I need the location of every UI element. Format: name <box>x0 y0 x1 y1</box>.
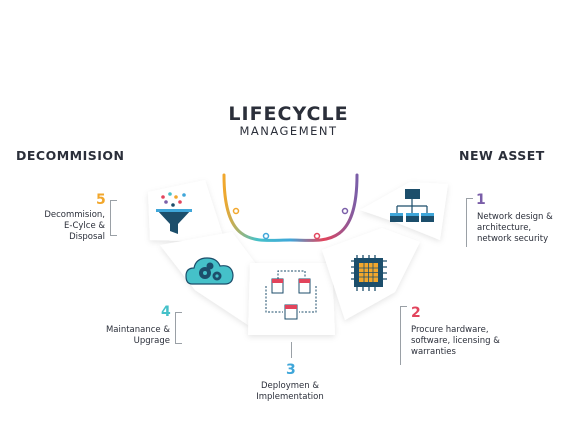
arc-node-bottom-right <box>313 232 321 240</box>
step-4-line-2: Upgrage <box>133 336 170 346</box>
arc-node-left <box>232 207 240 215</box>
step-4-bracket <box>175 312 182 344</box>
step-4-line-1: Maintanance & <box>105 325 170 335</box>
step-5-number: 5 <box>96 192 106 208</box>
diagram-subtitle: MANAGEMENT <box>239 124 338 138</box>
step-2-description: Procure hardware, software, licensing & … <box>411 325 541 358</box>
step-5-line-2: E-Cylce & <box>64 221 105 231</box>
step-1-line-3: network security <box>477 234 549 244</box>
segment-3-petal <box>248 263 335 335</box>
step-1-line-2: architecture, <box>477 223 532 233</box>
step-2-line-2: software, licensing & <box>411 336 500 346</box>
step-3-number: 3 <box>286 362 296 378</box>
step-4-number: 4 <box>161 304 171 320</box>
step-1-line-1: Network design & <box>477 212 553 222</box>
network-hierarchy-icon <box>390 189 434 222</box>
decommision-heading: DECOMMISION <box>16 148 125 163</box>
new-asset-heading: NEW ASSET <box>459 148 545 163</box>
segment-1-petal <box>360 182 448 240</box>
step-4-description: Maintanance & Upgrage <box>70 325 170 347</box>
step-2-line-3: warranties <box>411 347 456 357</box>
step-3-description: Deploymen & Implementation <box>220 381 360 403</box>
step-3-line-2: Implementation <box>256 392 324 402</box>
step-2-number: 2 <box>411 305 421 321</box>
funnel-icon <box>156 192 192 234</box>
step-5-line-3: Disposal <box>69 232 105 242</box>
step-5-line-1: Decommision, <box>44 210 105 220</box>
step-2-line-1: Procure hardware, <box>411 325 489 335</box>
step-1-bracket <box>466 198 473 247</box>
lifecycle-arc <box>222 173 359 242</box>
step-1-description: Network design & architecture, network s… <box>477 212 572 245</box>
cloud-gears-icon <box>185 257 234 285</box>
arc-node-bottom-left <box>262 232 270 240</box>
cpu-chip-icon <box>351 255 387 291</box>
deployment-flow-icon <box>265 270 317 320</box>
step-3-bracket <box>291 342 292 358</box>
step-3-line-1: Deploymen & <box>261 381 319 391</box>
diagram-title: LIFECYCLE <box>228 103 349 125</box>
arc-node-right <box>341 207 349 215</box>
step-5-bracket <box>110 200 117 236</box>
step-5-description: Decommision, E-Cylce & Disposal <box>20 210 105 243</box>
step-1-number: 1 <box>476 192 486 208</box>
step-2-bracket <box>400 306 407 365</box>
